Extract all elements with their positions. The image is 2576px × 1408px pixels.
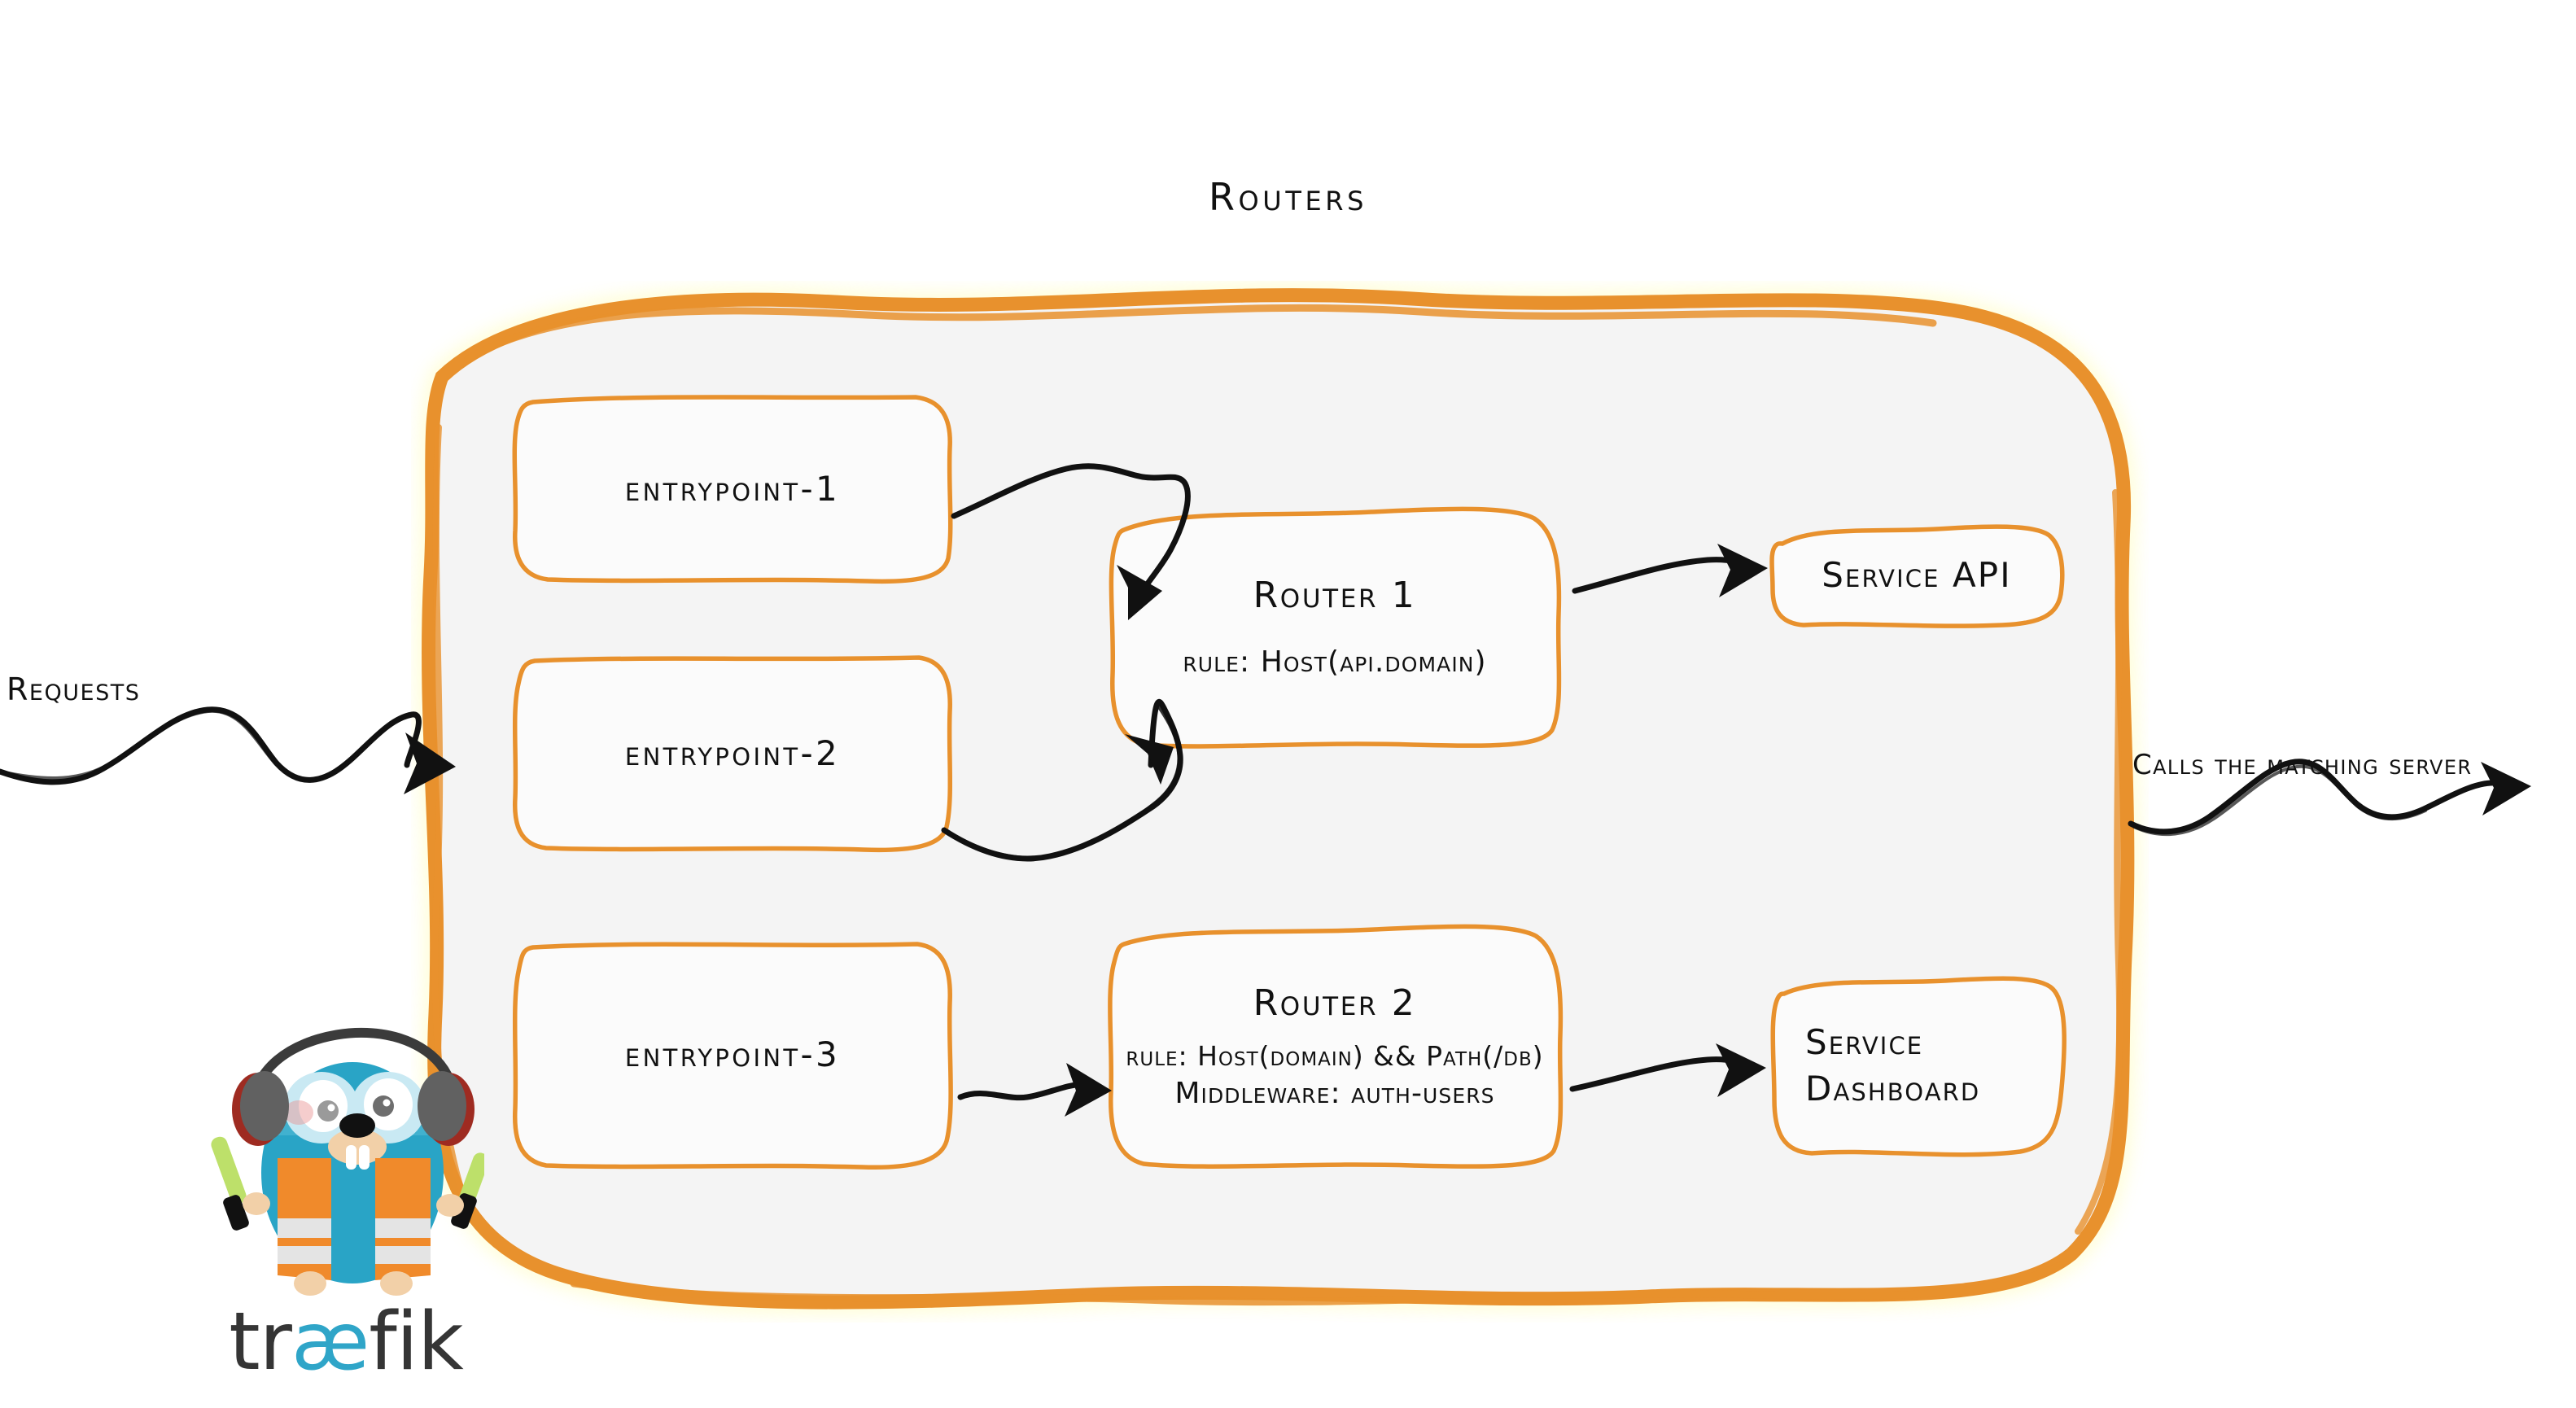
service-label-line2: Dashboard bbox=[1805, 1069, 1981, 1108]
entrypoint-box-3[interactable]: entrypoint-3 bbox=[509, 936, 956, 1172]
wordmark-before: tr bbox=[229, 1296, 292, 1388]
entrypoint-label: entrypoint-2 bbox=[624, 732, 841, 773]
entrypoint-box-1[interactable]: entrypoint-1 bbox=[509, 391, 956, 586]
arrowhead-matching-server bbox=[2481, 762, 2531, 816]
router-box-1[interactable]: Router 1 rule: Host(api.domain) bbox=[1103, 501, 1567, 753]
entrypoint-box-2[interactable]: entrypoint-2 bbox=[509, 651, 956, 855]
router-title: Router 2 bbox=[1253, 982, 1417, 1024]
service-label: Service API bbox=[1822, 555, 2012, 596]
router-box-2[interactable]: Router 2 rule: Host(domain) && Path(/db)… bbox=[1103, 920, 1567, 1172]
requests-label: Requests bbox=[7, 671, 141, 707]
service-box-dashboard[interactable]: Service Dashboard bbox=[1766, 973, 2067, 1160]
page-title: Routers bbox=[1208, 175, 1368, 219]
router-middleware: Middleware: auth-users bbox=[1174, 1076, 1495, 1110]
router-rule: rule: Host(domain) && Path(/db) bbox=[1126, 1039, 1544, 1072]
router-title: Router 1 bbox=[1253, 575, 1417, 616]
wordmark-after: fik bbox=[369, 1296, 464, 1388]
calls-the-matching-server-label: Calls the matching server bbox=[2132, 749, 2473, 781]
entrypoint-label: entrypoint-3 bbox=[624, 1034, 841, 1074]
traefik-logo: træfik bbox=[208, 1021, 489, 1404]
traefik-wordmark: træfik bbox=[208, 1302, 484, 1382]
service-box-api[interactable]: Service API bbox=[1766, 521, 2067, 631]
traefik-gopher-mascot bbox=[211, 1027, 489, 1296]
router-rule: rule: Host(api.domain) bbox=[1183, 645, 1487, 679]
entrypoint-label: entrypoint-1 bbox=[624, 468, 841, 509]
wordmark-ae-ligature: æ bbox=[291, 1296, 370, 1388]
arrow-requests-to-container bbox=[0, 706, 422, 785]
service-label-line1: Service bbox=[1805, 1022, 1924, 1063]
